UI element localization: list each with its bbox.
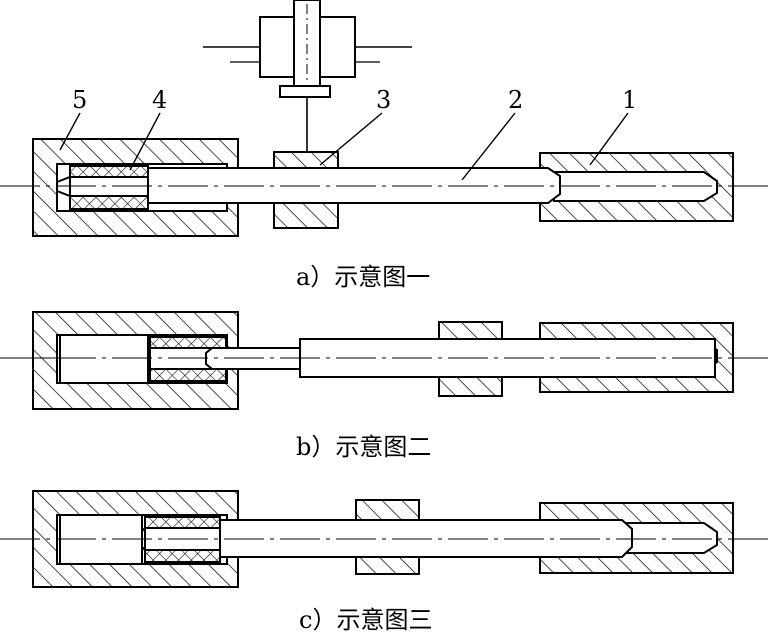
- caption-a: a）示意图一: [296, 263, 430, 291]
- diagram-a: [0, 0, 773, 237]
- diagram-c: [0, 490, 773, 588]
- callout-2: 2: [508, 86, 523, 114]
- diagram-b: [0, 311, 773, 410]
- callout-4: 4: [152, 86, 167, 114]
- callout-3: 3: [376, 86, 391, 114]
- callout-1: 1: [622, 86, 637, 114]
- caption-c: c）示意图三: [299, 606, 432, 634]
- right-die: [539, 152, 734, 222]
- mandrel-insert: [56, 165, 149, 210]
- callout-leaders: [59, 112, 629, 181]
- callout-labels: 5 4 3 2 1: [72, 86, 637, 114]
- spindle-assembly: [203, 0, 412, 152]
- caption-b: b）示意图二: [296, 433, 431, 461]
- callout-5: 5: [72, 86, 87, 114]
